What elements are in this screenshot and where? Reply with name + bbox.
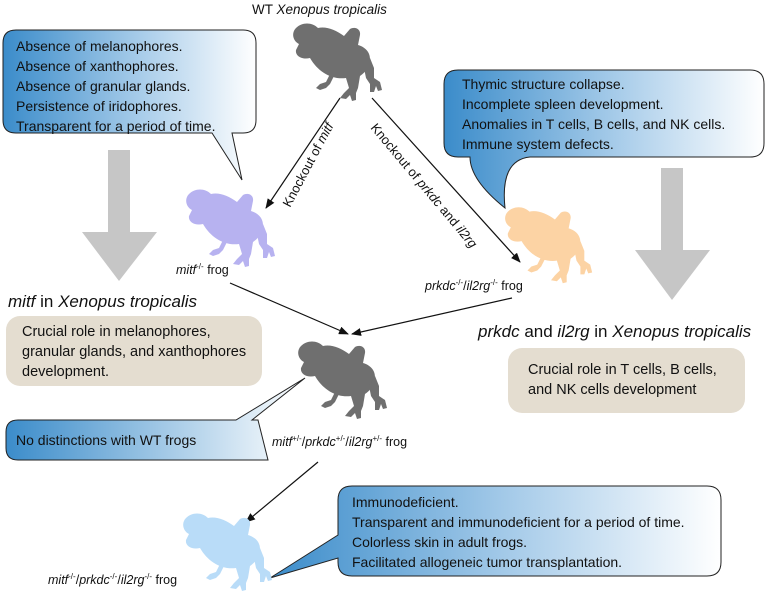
arrow-prk-to-het: [351, 297, 513, 336]
arrow-wt-to-prk: [371, 97, 521, 263]
arrow-het-to-ko: [245, 461, 319, 523]
bubble-ko-text: Immunodeficient. Transparent and immunod…: [352, 494, 685, 570]
frog-het-icon: [298, 341, 387, 419]
role-prk-text: Crucial role in T cells, B cells, and NK…: [528, 362, 717, 398]
arrow-wt-to-mitf: [265, 97, 341, 209]
role-box-mitf: [6, 316, 262, 386]
frog-prk-icon: [505, 207, 593, 284]
heading-prk: prkdc and il2rg in Xenopus tropicalis: [478, 322, 752, 341]
role-mitf-text: Crucial role in melanophores, granular g…: [22, 324, 247, 380]
knockout-mitf-label: Knockout of mitf: [279, 119, 337, 210]
gray-arrow-left: [82, 150, 157, 281]
bubble-ko: [269, 485, 722, 579]
frog-prk-label: prkdc-/-/il2rg-/- frog: [425, 278, 523, 294]
gray-arrow-right: [635, 168, 710, 300]
bubble-prk: [443, 69, 765, 210]
frog-mitf-label: mitf-/- frog: [176, 262, 229, 278]
bubble-prk-text: Thymic structure collapse. Incomplete sp…: [462, 76, 726, 152]
bubble-het: [5, 377, 306, 461]
wt-frog-label: WT Xenopus tropicalis: [252, 2, 387, 17]
bubble-het-text: No distinctions with WT frogs: [16, 432, 197, 448]
arrow-mitf-to-het: [229, 282, 349, 335]
bubble-mitf: [2, 29, 257, 181]
frog-wt-icon: [293, 23, 382, 101]
frog-ko-label: mitf-/-/prkdc-/-/il2rg-/- frog: [48, 572, 178, 588]
frog-het-label: mitf+/-/prkdc+/-/il2rg+/- frog: [272, 434, 408, 450]
frog-ko-icon: [183, 513, 272, 591]
role-box-prk: [508, 348, 745, 413]
heading-mitf: mitf in Xenopus tropicalis: [8, 292, 198, 311]
bubble-mitf-text: Absence of melanophores. Absence of xant…: [16, 38, 216, 134]
frog-mitf-icon: [186, 189, 275, 267]
